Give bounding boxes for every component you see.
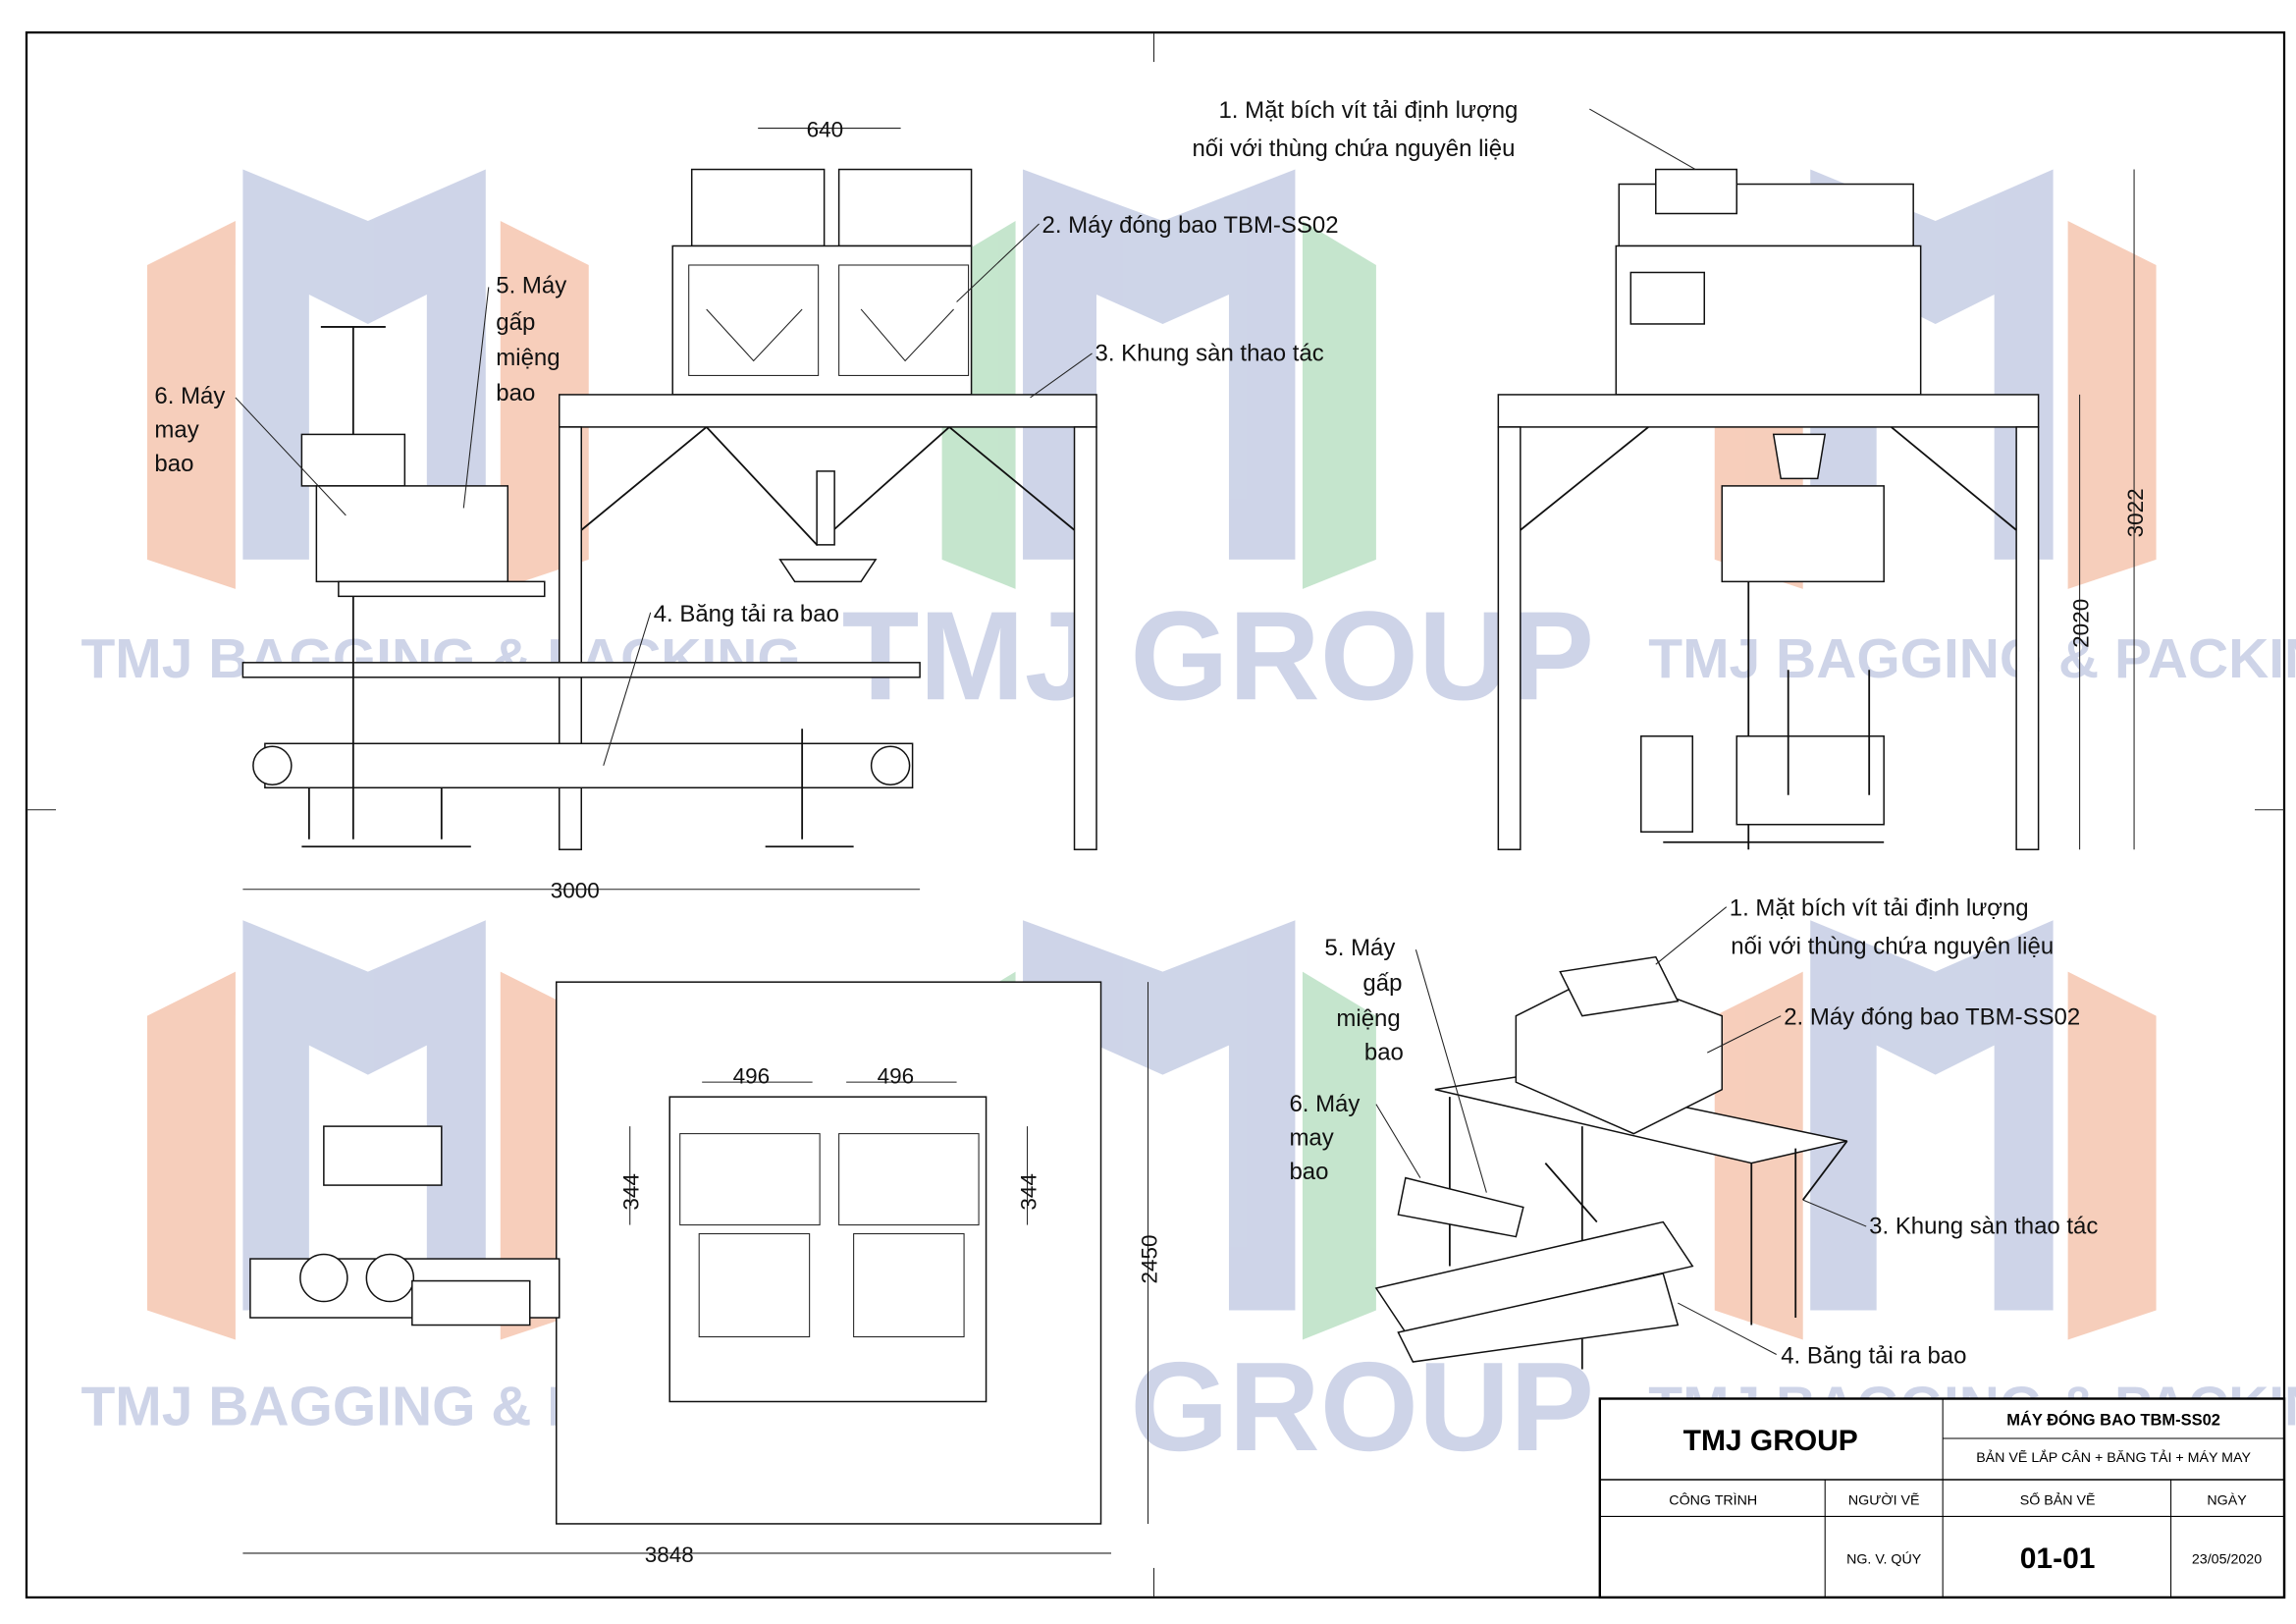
callout-label: bao: [496, 380, 535, 406]
iso-view: 1. Mặt bích vít tải định lượng nối với t…: [1289, 895, 2098, 1370]
callout-label: may: [1289, 1125, 1333, 1152]
callout-label: 5. Máy: [496, 272, 566, 298]
callout-label: 6. Máy: [1289, 1091, 1360, 1117]
dimension-label: 496: [878, 1064, 915, 1089]
value-drawer: NG. V. QÚY: [1846, 1550, 1922, 1567]
dimension-label: 496: [733, 1064, 771, 1089]
header-date: NGÀY: [2207, 1491, 2247, 1508]
plan-view: 496 496 344 344 2450 3848: [242, 981, 1161, 1567]
callout-label: 4. Băng tải ra bao: [654, 601, 839, 627]
front-view-labels: 2. Máy đóng bao TBM-SS02 3. Khung sàn th…: [154, 118, 1338, 903]
dimension-label: 344: [619, 1173, 644, 1211]
callout-label: 4. Băng tải ra bao: [1781, 1343, 1966, 1370]
callout-label: gấp: [496, 309, 535, 336]
company-name: TMJ GROUP: [1683, 1425, 1858, 1457]
header-drawing-no: SỐ BẢN VẼ: [2020, 1490, 2096, 1508]
drawing-title: BẢN VẼ LẮP CÂN + BĂNG TẢI + MÁY MAY: [1976, 1448, 2251, 1466]
callout-label: bao: [1364, 1040, 1404, 1066]
callout-label: miệng: [1336, 1005, 1400, 1032]
header-project: CÔNG TRÌNH: [1669, 1491, 1757, 1508]
watermark-text: TMJ BAGGING & PACKING: [80, 627, 800, 690]
callout-label: 2. Máy đóng bao TBM-SS02: [1042, 212, 1339, 239]
dimension-label: 3848: [645, 1543, 694, 1567]
watermark-text: TMJ BAGGING & PACKING: [1648, 627, 2296, 690]
value-drawing-no: 01-01: [2020, 1543, 2096, 1575]
dimension-label: 2020: [2069, 599, 2094, 648]
value-date: 23/05/2020: [2192, 1551, 2262, 1567]
dimension-label: 640: [807, 118, 844, 142]
callout-label: 5. Máy: [1324, 935, 1395, 961]
header-drawer: NGƯỜI VẼ: [1848, 1491, 1920, 1508]
callout-label: 1. Mặt bích vít tải định lượng: [1730, 895, 2029, 922]
product-name: MÁY ĐÓNG BAO TBM-SS02: [2006, 1410, 2220, 1429]
dimension-label: 2450: [1137, 1235, 1161, 1284]
front-view: [241, 168, 1097, 850]
callout-label: 3. Khung sàn thao tác: [1869, 1214, 2098, 1240]
watermark-text-large: TMJ GROUP: [842, 585, 1595, 727]
callout-label: bao: [154, 451, 193, 477]
side-view: 2020 3022 1. Mặt bích vít tải định lượng…: [1192, 97, 2148, 850]
callout-label: bao: [1289, 1159, 1328, 1185]
callout-label: 1. Mặt bích vít tải định lượng: [1218, 97, 1518, 124]
callout-label: miệng: [496, 345, 560, 371]
title-block: TMJ GROUP MÁY ĐÓNG BAO TBM-SS02 BẢN VẼ L…: [1598, 1397, 2286, 1599]
sheet-border: [25, 30, 2286, 1599]
callout-label: gấp: [1362, 970, 1402, 997]
callout-label: 3. Khung sàn thao tác: [1095, 340, 1324, 366]
dimension-label: 3022: [2123, 488, 2148, 537]
callout-label: 2. Máy đóng bao TBM-SS02: [1784, 1004, 2080, 1031]
dimension-label: 344: [1017, 1173, 1041, 1211]
callout-label: may: [154, 416, 198, 443]
dimension-label: 3000: [551, 879, 600, 903]
callout-label: 6. Máy: [154, 383, 225, 409]
callout-label: nối với thùng chứa nguyên liệu: [1731, 934, 2054, 960]
callout-label: nối với thùng chứa nguyên liệu: [1192, 135, 1515, 162]
